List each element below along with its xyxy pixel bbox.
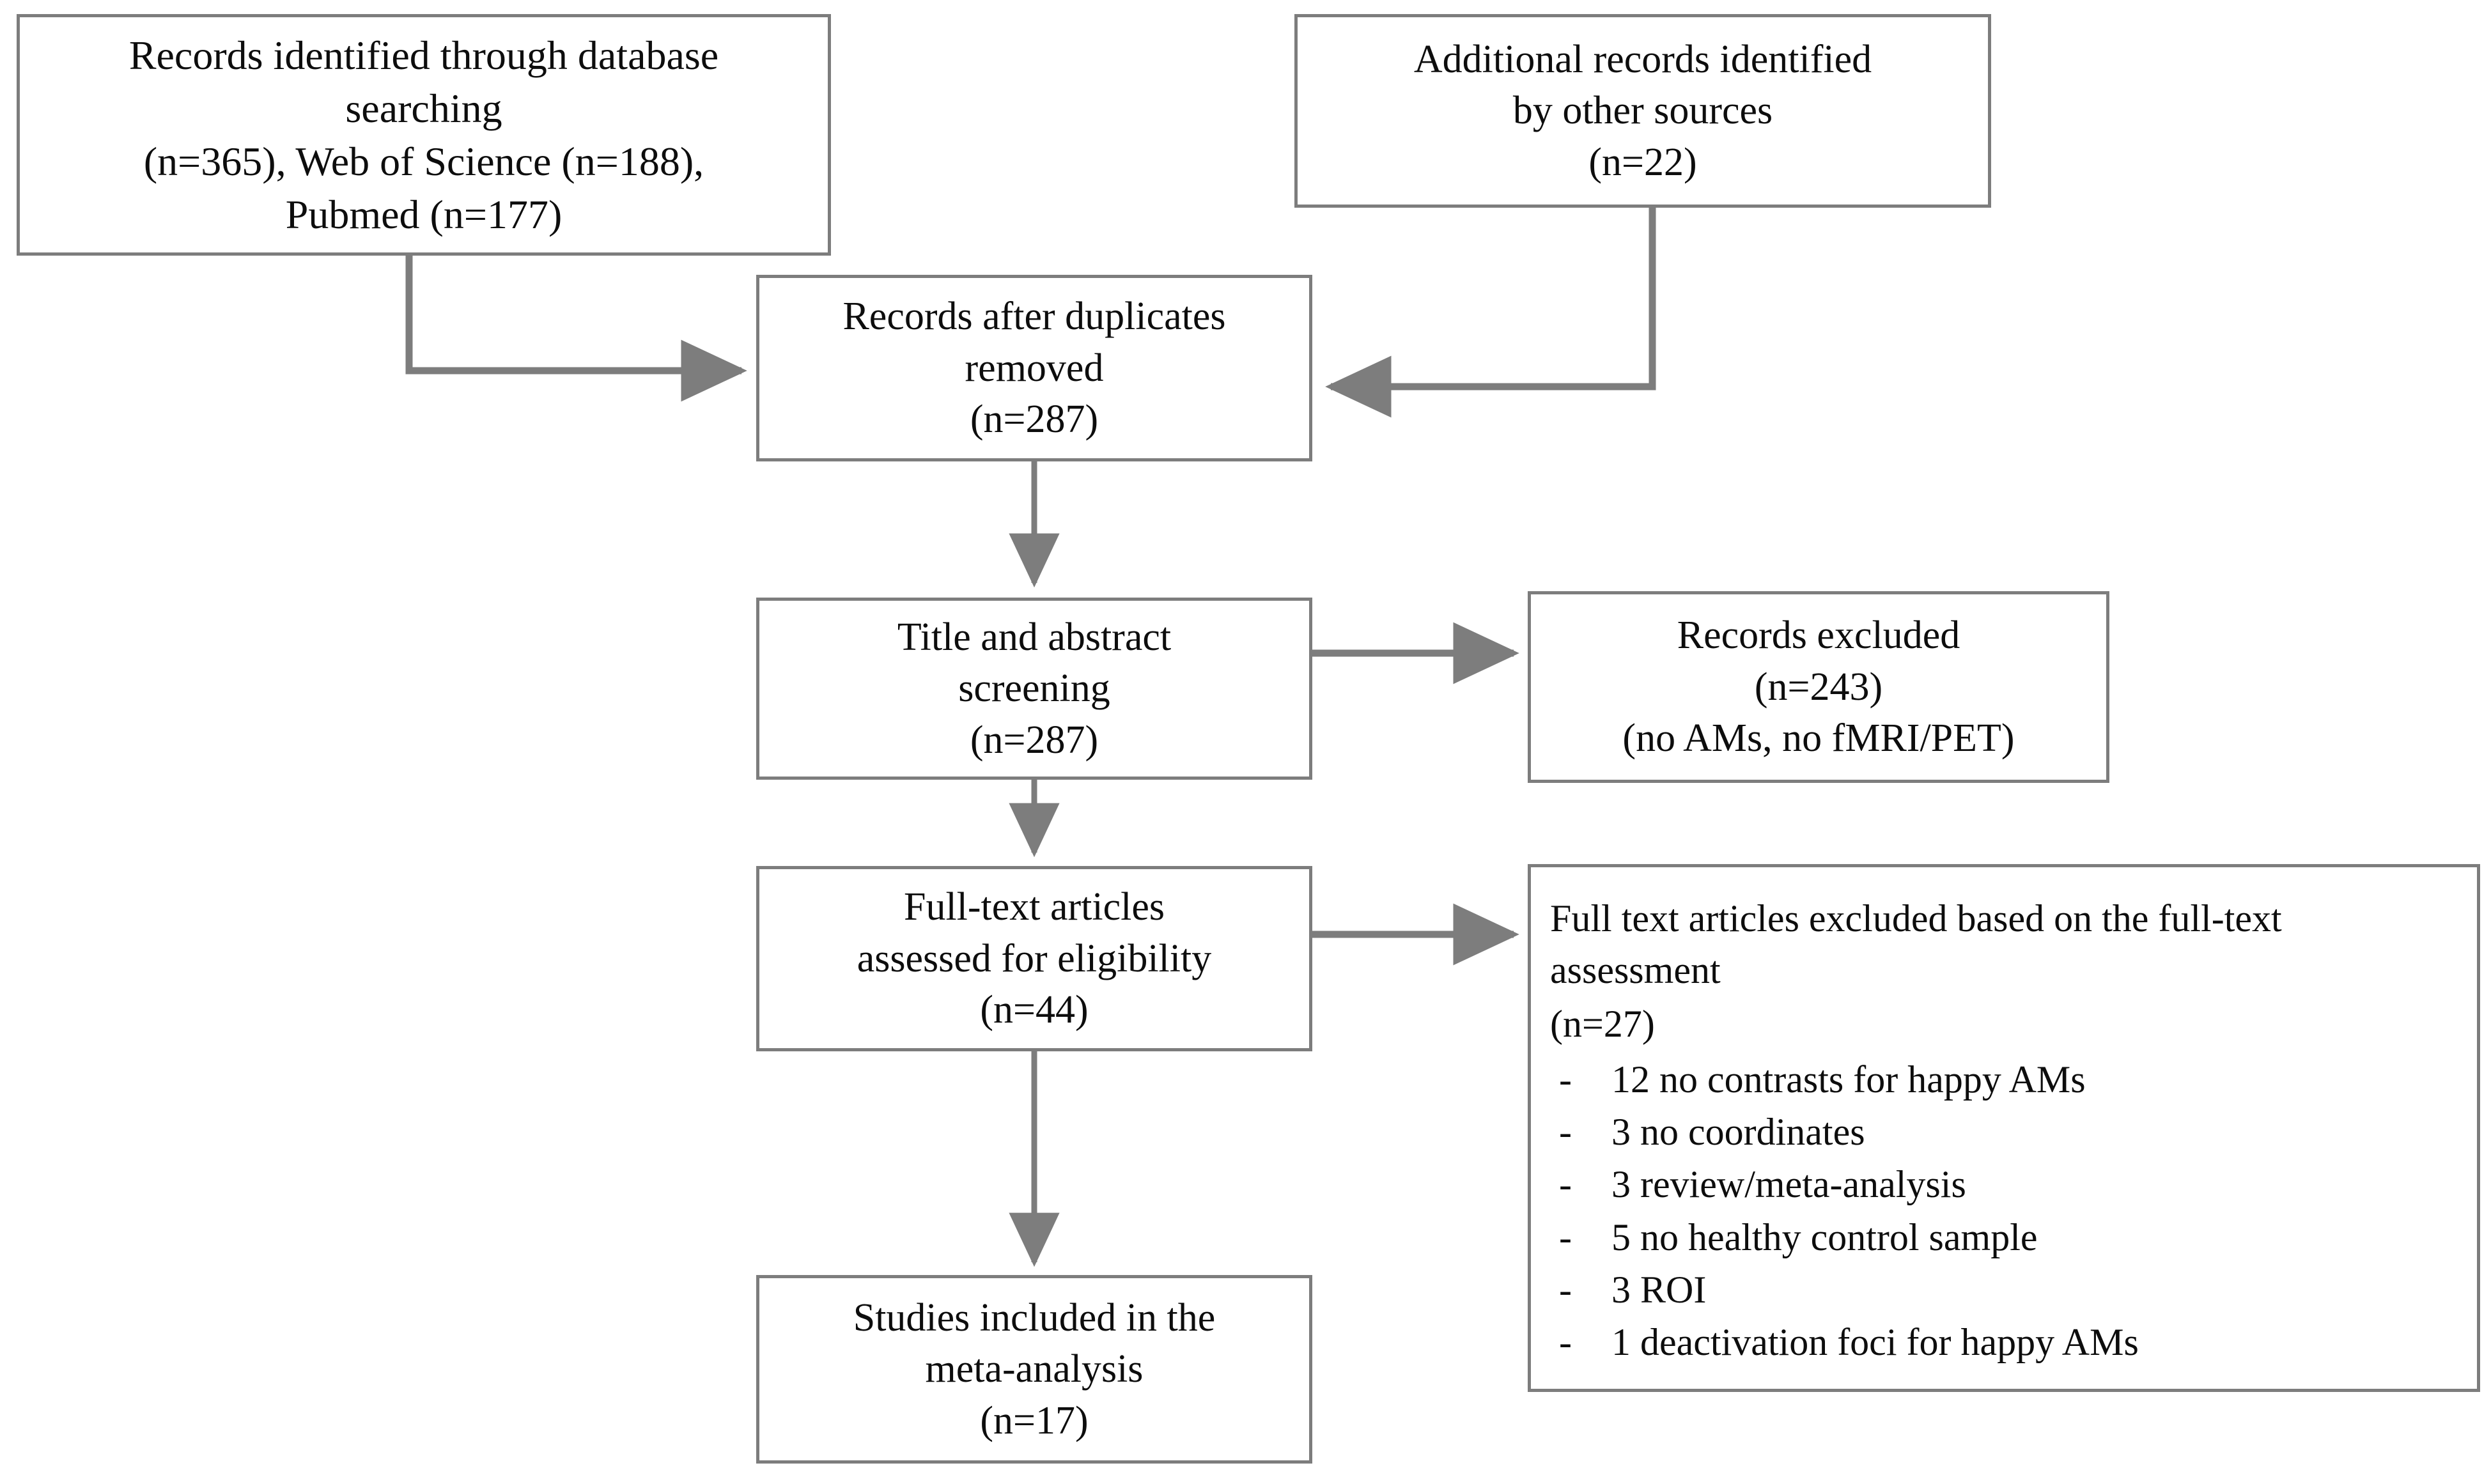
connector-other-sources-to-duplicates: [1325, 208, 1656, 418]
box1-line-4: Pubmed (n=177): [285, 192, 563, 238]
bullet-dash: -: [1559, 1058, 1572, 1101]
box-full-text-articles-excluded: Full text articles excluded based on the…: [1528, 864, 2480, 1392]
box6-line-2: assessed for eligibility: [857, 936, 1212, 980]
list-item-label: 3 no coordinates: [1611, 1111, 1865, 1154]
box5-line-2: (n=243): [1754, 665, 1883, 709]
box3-line-1: Records after duplicates: [842, 295, 1226, 339]
box5-line-3: (no AMs, no fMRI/PET): [1622, 716, 2015, 761]
box-records-excluded: Records excluded (n=243) (no AMs, no fMR…: [1528, 591, 2109, 783]
box-studies-included-in-the-meta-analysis: Studies included in the meta-analysis (n…: [756, 1275, 1312, 1464]
bullet-dash: -: [1559, 1268, 1572, 1311]
list-item-label: 5 no healthy control sample: [1611, 1216, 2038, 1258]
list-item: - 3 review/meta-analysis: [1550, 1158, 2460, 1210]
box1-line-3: (n=365), Web of Science (n=188),: [143, 139, 704, 184]
box4-line-2: screening: [958, 667, 1110, 711]
list-item-label: 3 review/meta-analysis: [1611, 1163, 1966, 1206]
box6-line-3: (n=44): [980, 988, 1089, 1032]
list-item: - 12 no contrasts for happy AMs: [1550, 1053, 2460, 1106]
box-additional-records-identified-by-other-sources: Additional records identified by other s…: [1294, 14, 1991, 208]
list-item-label: 1 deactivation foci for happy AMs: [1611, 1320, 2139, 1363]
full-text-excluded-count: (n=27): [1550, 1003, 1655, 1046]
list-item: - 1 deactivation foci for happy AMs: [1550, 1316, 2460, 1368]
box1-line-1: Records identified through database: [128, 32, 719, 78]
box4-line-1: Title and abstract: [897, 615, 1172, 659]
bullet-dash: -: [1559, 1163, 1572, 1206]
box6-line-1: Full-text articles: [903, 885, 1165, 929]
box-records-after-duplicates-removed: Records after duplicates removed (n=287): [756, 275, 1312, 461]
full-text-excluded-heading: Full text articles excluded based on the…: [1550, 897, 2282, 992]
list-item-label: 12 no contrasts for happy AMs: [1611, 1058, 2086, 1101]
box8-line-3: (n=17): [980, 1398, 1089, 1442]
bullet-dash: -: [1559, 1111, 1572, 1154]
full-text-excluded-reason-list: - 12 no contrasts for happy AMs - 3 no c…: [1550, 1053, 2460, 1368]
bullet-dash: -: [1559, 1216, 1572, 1258]
list-item-label: 3 ROI: [1611, 1268, 1707, 1311]
list-item: - 3 no coordinates: [1550, 1106, 2460, 1158]
full-text-excluded-body: Full text articles excluded based on the…: [1531, 881, 2477, 1375]
box3-line-3: (n=287): [970, 398, 1099, 442]
box1-line-2: searching: [345, 85, 502, 131]
list-item: - 5 no healthy control sample: [1550, 1211, 2460, 1264]
box4-line-3: (n=287): [970, 718, 1099, 762]
box3-line-2: removed: [965, 346, 1104, 390]
box2-line-1: Additional records identified: [1413, 37, 1872, 81]
box8-line-2: meta-analysis: [925, 1347, 1144, 1391]
box-title-and-abstract-screening: Title and abstract screening (n=287): [756, 598, 1312, 780]
box-records-identified-through-database-searching: Records identified through database sear…: [17, 14, 831, 256]
list-item: - 3 ROI: [1550, 1264, 2460, 1316]
connector-database-to-duplicates: [405, 256, 747, 402]
bullet-dash: -: [1559, 1320, 1572, 1363]
box5-line-1: Records excluded: [1677, 614, 1960, 658]
box8-line-1: Studies included in the: [853, 1295, 1216, 1340]
box2-line-3: (n=22): [1588, 140, 1697, 184]
box2-line-2: by other sources: [1512, 89, 1773, 133]
box-full-text-articles-assessed-for-eligibility: Full-text articles assessed for eligibil…: [756, 866, 1312, 1051]
